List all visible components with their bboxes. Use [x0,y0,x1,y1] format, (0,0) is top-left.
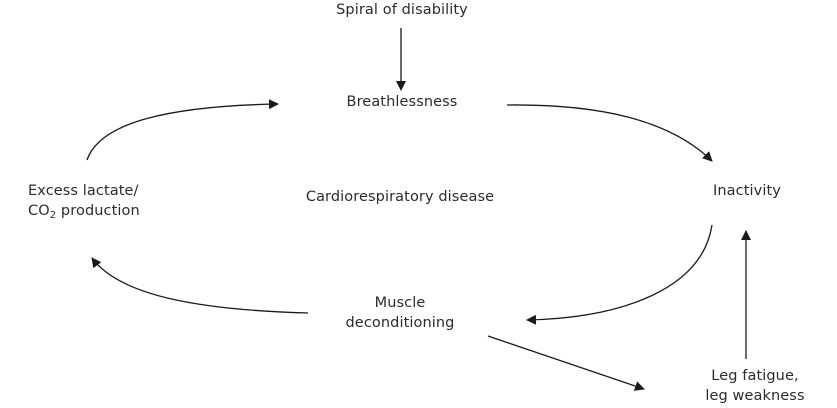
arrow-inactivity-to-muscle [526,224,713,325]
node-excess-lactate: Excess lactate/ CO2 production [28,181,140,221]
node-breathlessness: Breathlessness [346,94,458,110]
co2-subscript: 2 [49,210,57,221]
node-excess-lactate-line2: CO2 production [28,201,140,221]
node-leg-line1: Leg fatigue, [711,368,799,384]
node-muscle-deconditioning: Muscle deconditioning [340,293,460,333]
arrow-muscle-to-lactate [91,257,309,314]
arrow-lactate-to-breathlessness [86,99,279,161]
production-text: production [56,203,140,219]
node-inactivity: Inactivity [713,183,781,199]
node-leg-line2: leg weakness [705,388,805,404]
co-text: CO [28,203,50,219]
center-label-cardiorespiratory-disease: Cardiorespiratory disease [305,189,495,205]
node-muscle-line2: deconditioning [345,315,455,331]
node-leg-fatigue: Leg fatigue, leg weakness [695,366,815,406]
diagram-title: Spiral of disability [336,2,468,18]
arrow-breathlessness-to-inactivity [506,104,713,162]
node-muscle-line1: Muscle [374,295,426,311]
node-excess-lactate-line1: Excess lactate/ [28,183,139,199]
arrow-muscle-to-leg-fatigue [487,335,645,391]
